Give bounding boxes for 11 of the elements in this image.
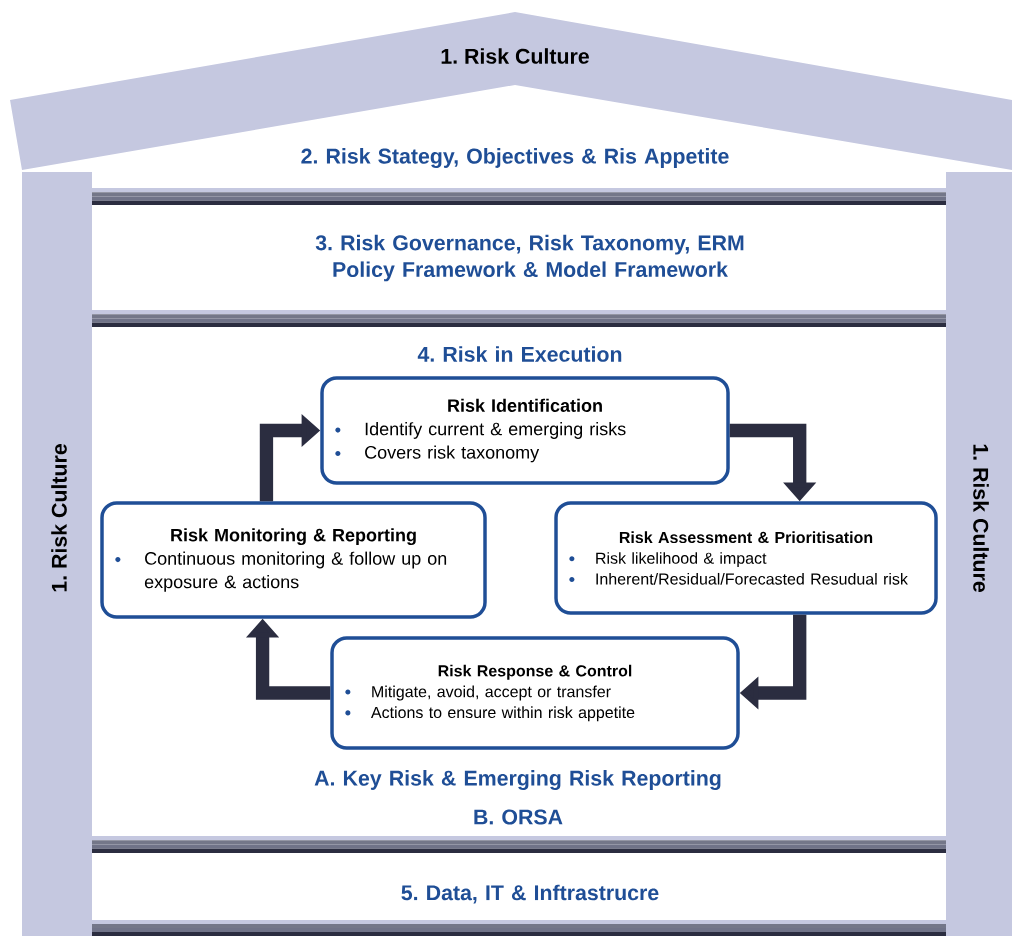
- heading: 2. Risk Stategy, Objectives & Ris Appetite: [301, 148, 729, 168]
- heading: A. Key Risk & Emerging Risk Reporting: [314, 770, 721, 790]
- heading: 5. Data, IT & Inftrastrucre: [401, 884, 659, 904]
- step-box: Risk Response & Control Mitigate, avoid, accept or transfer Actions to ensure within risk appetite: [330, 636, 740, 750]
- heading: 3. Risk Governance, Risk Taxonomy, ERM Policy Framework & Model Framework: [315, 234, 744, 282]
- step-box: Risk Identification Identify current & emerging risks Covers risk taxonomy: [320, 376, 730, 485]
- pillar: 1. Risk Culture: [946, 172, 1012, 936]
- step-box: Risk Assessment & Prioritisation Risk likelihood & impact Inherent/Residual/Forecasted Resudual risk: [554, 501, 938, 615]
- pillar: 1. Risk Culture: [22, 172, 92, 936]
- heading: B. ORSA: [474, 809, 563, 825]
- step-box: Risk Monitoring & Reporting Continuous monitoring & follow up on exposure & actions: [100, 501, 487, 619]
